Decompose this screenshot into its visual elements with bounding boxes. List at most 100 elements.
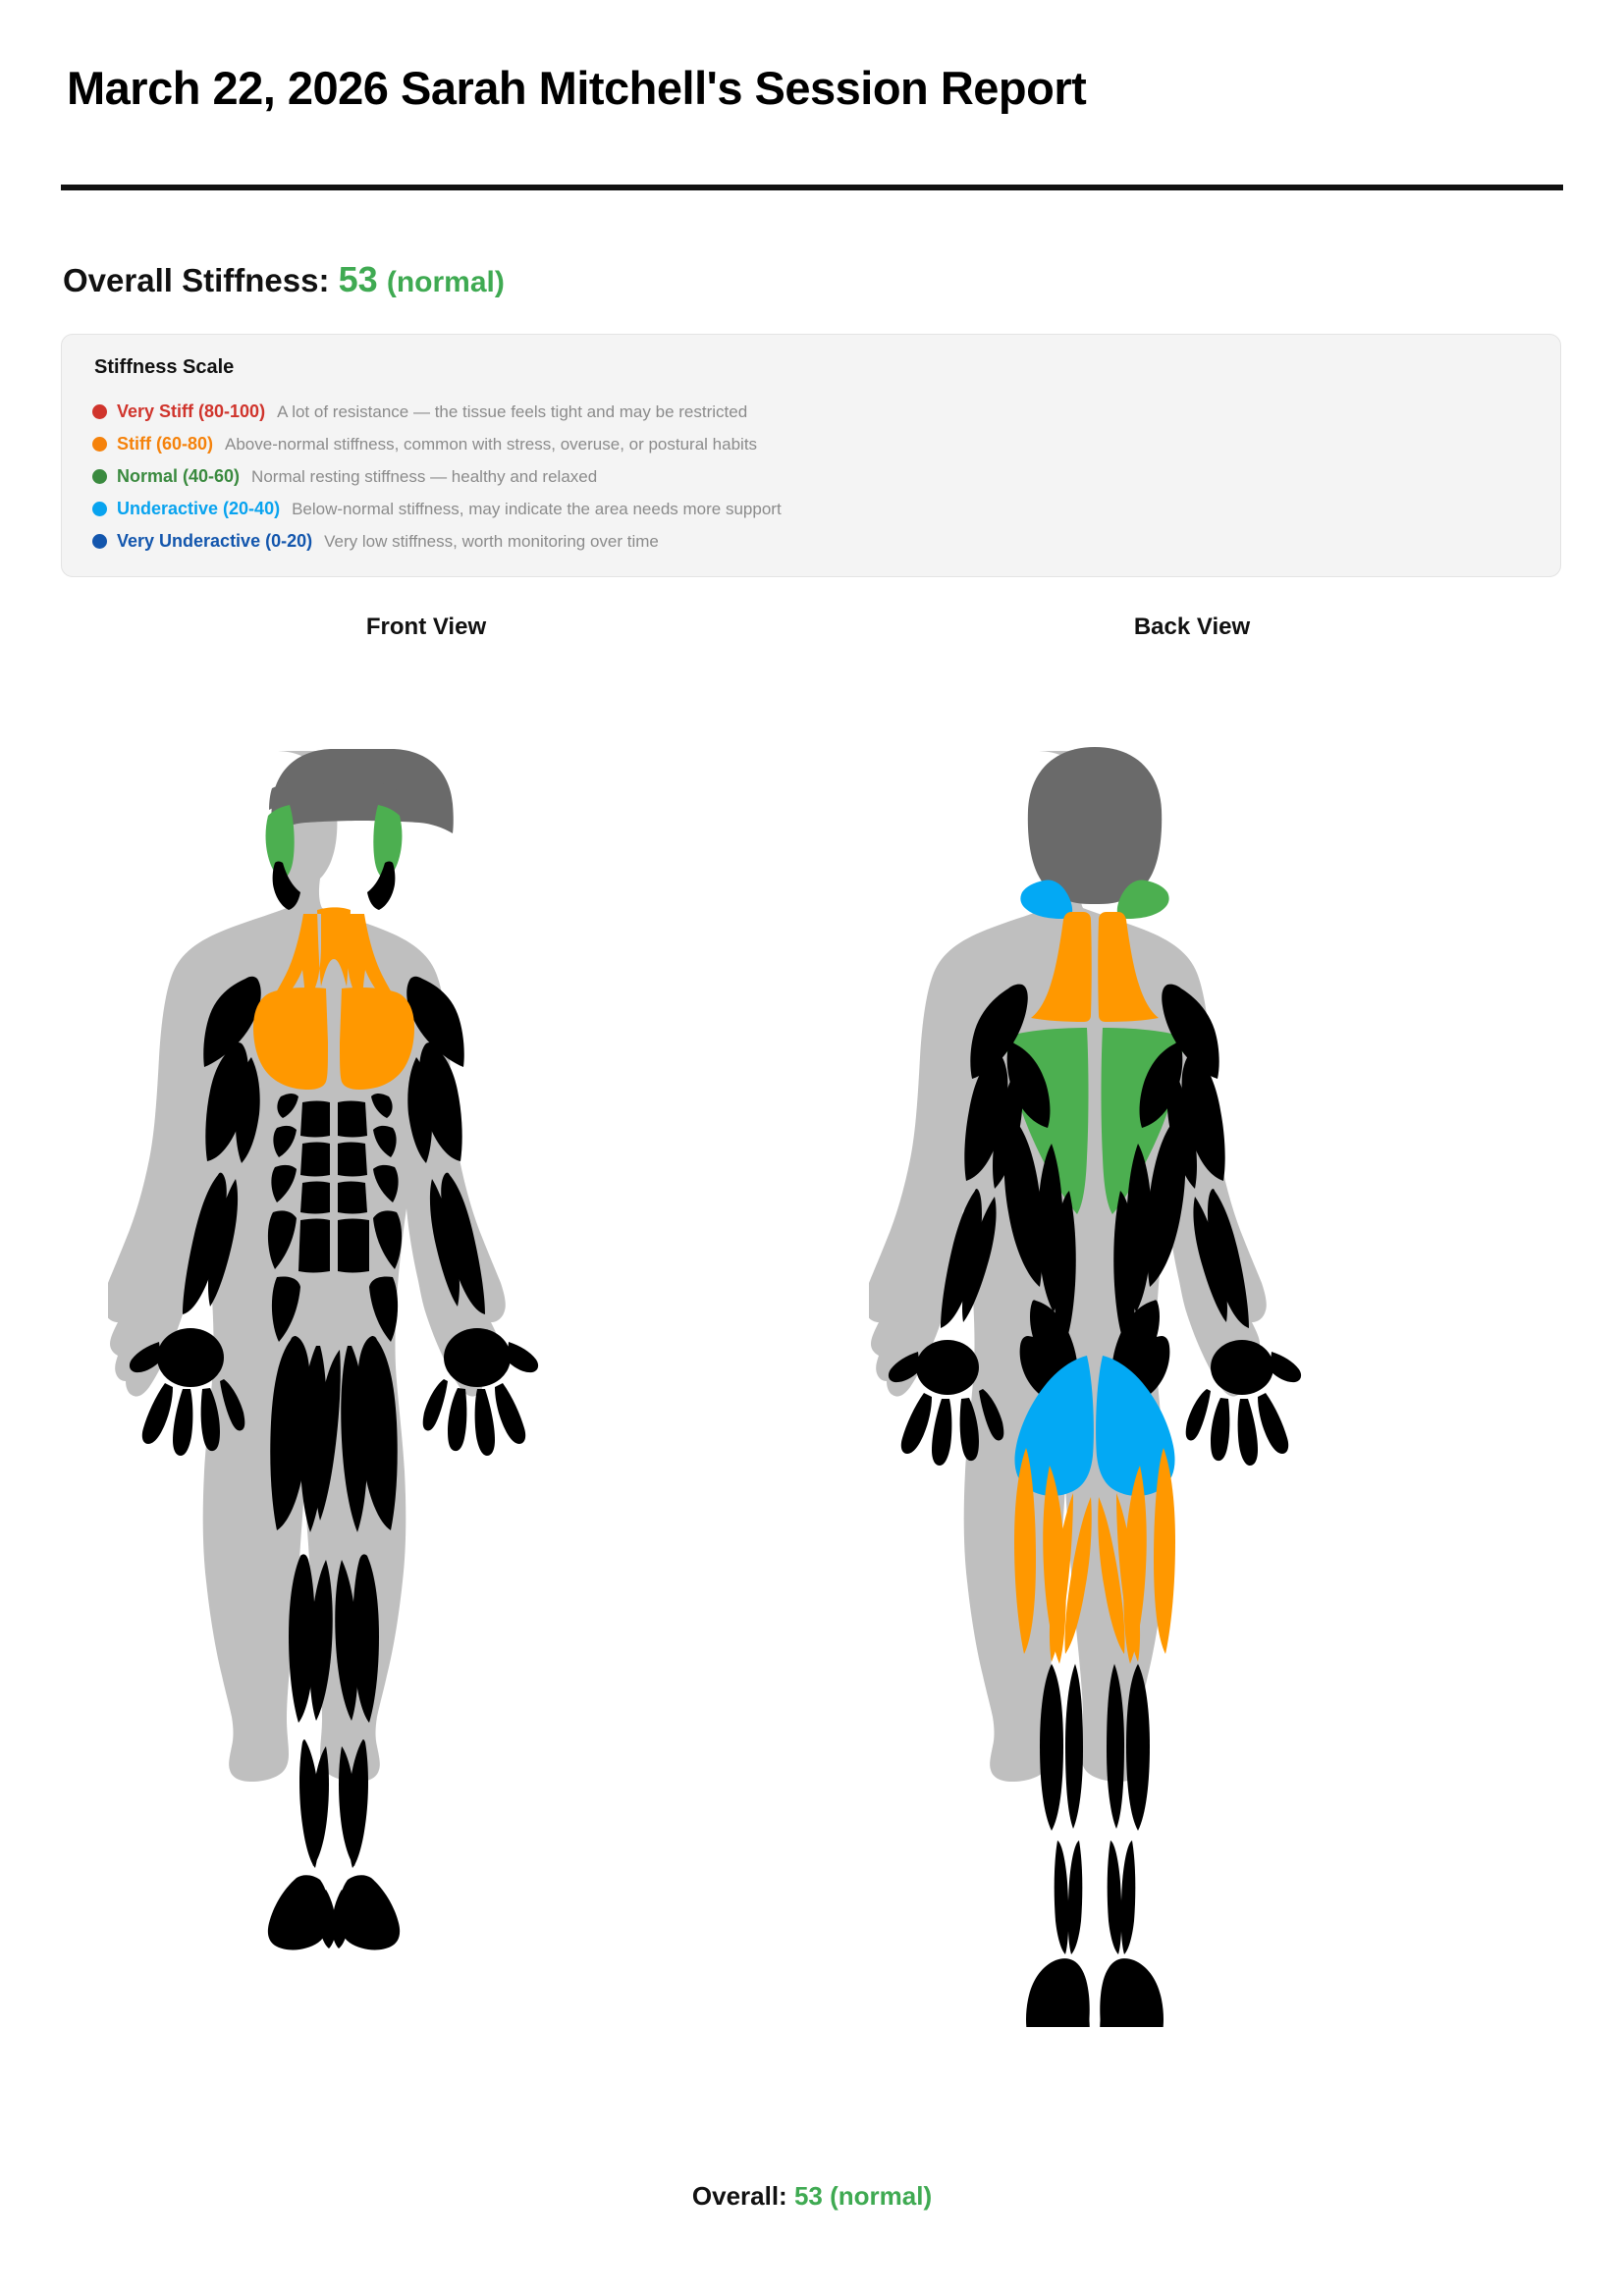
muscle-gastrocnemius-right-2 — [1107, 1664, 1124, 1829]
muscle-pectoralis-right — [340, 988, 414, 1090]
muscle-forearm-back-left — [941, 1189, 982, 1328]
legend-item-name: Very Underactive (0-20) — [117, 531, 313, 551]
muscle-latissimus-right — [1147, 1122, 1186, 1287]
legend-dot-icon — [92, 437, 107, 452]
muscle-forearm-left — [183, 1172, 227, 1314]
stiffness-scale-legend: Stiffness Scale Very Stiff (80-100) A lo… — [61, 334, 1561, 577]
back-view-label: Back View — [1133, 614, 1251, 640]
muscle-gastroc-left — [309, 1560, 333, 1721]
overall-stiffness-label: Overall Stiffness: — [63, 262, 330, 298]
muscle-temporalis-right — [373, 805, 403, 881]
legend-item-underactive: Underactive (20-40) Below-normal stiffne… — [92, 493, 1541, 525]
legend-item-description: Normal resting stiffness — healthy and r… — [251, 466, 598, 486]
title-divider — [61, 185, 1563, 190]
muscle-forearm-back-right — [1208, 1189, 1249, 1328]
legend-item-description: A lot of resistance — the tissue feels t… — [277, 401, 748, 421]
legend-item-name: Underactive (20-40) — [117, 499, 281, 518]
muscle-upper-trapezius — [1031, 912, 1159, 1022]
muscle-rear-deltoid-right — [1162, 984, 1219, 1079]
foot-right — [338, 1875, 401, 1950]
muscle-gastroc-right — [335, 1560, 358, 1721]
muscle-triceps-back-left — [964, 1053, 1008, 1181]
foot-left-toes — [318, 1890, 336, 1949]
foot-right-toes — [332, 1890, 350, 1949]
foot-sole-right — [1100, 1958, 1164, 2027]
muscle-suboccipital-right — [1116, 880, 1169, 919]
back-body-map — [869, 731, 1321, 2027]
muscle-tibialis-left — [289, 1554, 315, 1723]
foot-arch-left — [1074, 1996, 1090, 2027]
muscle-triceps-back-right-2 — [1166, 1065, 1197, 1189]
muscle-gastrocnemius-left-2 — [1065, 1664, 1083, 1829]
muscle-gastrocnemius-left — [1040, 1664, 1063, 1831]
legend-item-description: Above-normal stiffness, common with stre… — [225, 434, 758, 454]
hand-back-right — [1185, 1340, 1302, 1466]
muscle-triceps-left — [235, 1057, 260, 1163]
muscle-suboccipital-left — [1020, 880, 1073, 919]
legend-item-stiff: Stiff (60-80) Above-normal stiffness, co… — [92, 428, 1541, 460]
muscle-temporalis-left — [265, 805, 295, 881]
muscle-latissimus-left — [1003, 1122, 1043, 1287]
foot-arch-right — [1100, 1996, 1115, 2027]
legend-item-very-stiff: Very Stiff (80-100) A lot of resistance … — [92, 396, 1541, 428]
achilles-right — [1120, 1841, 1136, 1954]
back-body-silhouette — [869, 747, 1302, 2027]
shin-left-2 — [309, 1746, 329, 1866]
muscle-forearm-back-right-2 — [1193, 1197, 1227, 1322]
achilles-left — [1054, 1841, 1069, 1954]
muscle-obliques — [267, 1094, 403, 1342]
footer-overall-value: 53 (normal) — [793, 2181, 933, 2211]
hand-back-left — [888, 1340, 1004, 1466]
hand-left — [129, 1328, 245, 1456]
front-view-label: Front View — [365, 614, 487, 640]
muscle-hamstrings-left — [1014, 1448, 1092, 1664]
muscle-pectoralis-left — [253, 988, 328, 1090]
muscle-triceps-right — [407, 1057, 433, 1163]
legend-item-description: Very low stiffness, worth monitoring ove… — [324, 531, 659, 551]
front-body-silhouette — [108, 749, 539, 1950]
page-title: March 22, 2026 Sarah Mitchell's Session … — [67, 62, 1087, 114]
muscle-rear-deltoid-left — [970, 984, 1028, 1079]
foot-sole-left — [1026, 1958, 1090, 2027]
jaw-shadow-right — [367, 861, 396, 910]
legend-item-name: Very Stiff (80-100) — [117, 401, 266, 421]
muscle-biceps-left — [205, 1041, 248, 1161]
legend-heading: Stiffness Scale — [94, 356, 235, 378]
muscle-gluteus-right — [1096, 1356, 1175, 1496]
muscle-tibialis-right — [352, 1554, 379, 1723]
hair-fringe — [269, 777, 399, 810]
muscle-quadriceps-left-3 — [315, 1350, 341, 1521]
legend-item-name: Stiff (60-80) — [117, 434, 214, 454]
muscle-biceps-right — [419, 1041, 462, 1161]
muscle-forearm-right-2 — [429, 1179, 460, 1307]
achilles-right-2 — [1107, 1841, 1122, 1954]
muscle-forearm-left-2 — [208, 1179, 239, 1307]
muscle-infraspinatus-right — [1139, 1042, 1183, 1128]
muscle-erector-spinae-left — [1053, 1191, 1076, 1348]
front-body-map — [108, 731, 560, 2027]
legend-rows: Very Stiff (80-100) A lot of resistance … — [92, 396, 1541, 558]
muscle-hamstrings-right — [1098, 1448, 1175, 1664]
footer-overall-label: Overall: — [691, 2181, 787, 2211]
muscle-quadriceps-left — [270, 1336, 311, 1530]
muscle-forearm-back-left-2 — [962, 1197, 997, 1322]
hand-right — [422, 1328, 539, 1456]
legend-dot-icon — [92, 502, 107, 516]
foot-left — [267, 1875, 330, 1950]
overall-stiffness-summary: Overall Stiffness: 53 (normal) — [63, 259, 505, 300]
legend-dot-icon — [92, 534, 107, 549]
muscle-deltoid-right — [406, 976, 464, 1067]
overall-stiffness-score: 53 — [338, 259, 378, 299]
muscle-erector-spinae-right — [1113, 1191, 1137, 1348]
legend-item-very-underactive: Very Underactive (0-20) Very low stiffne… — [92, 525, 1541, 558]
footer-overall: Overall: 53 (normal) — [0, 2181, 1624, 2212]
legend-item-description: Below-normal stiffness, may indicate the… — [292, 499, 782, 518]
muscle-sternocleidomastoid — [273, 907, 395, 1003]
hair-back — [1027, 747, 1163, 904]
muscle-quadriceps-right-2 — [341, 1346, 368, 1532]
legend-dot-icon — [92, 404, 107, 419]
muscle-quadriceps-right — [356, 1336, 398, 1530]
legend-item-name: Normal (40-60) — [117, 466, 241, 486]
muscle-triceps-back-right — [1181, 1053, 1225, 1181]
